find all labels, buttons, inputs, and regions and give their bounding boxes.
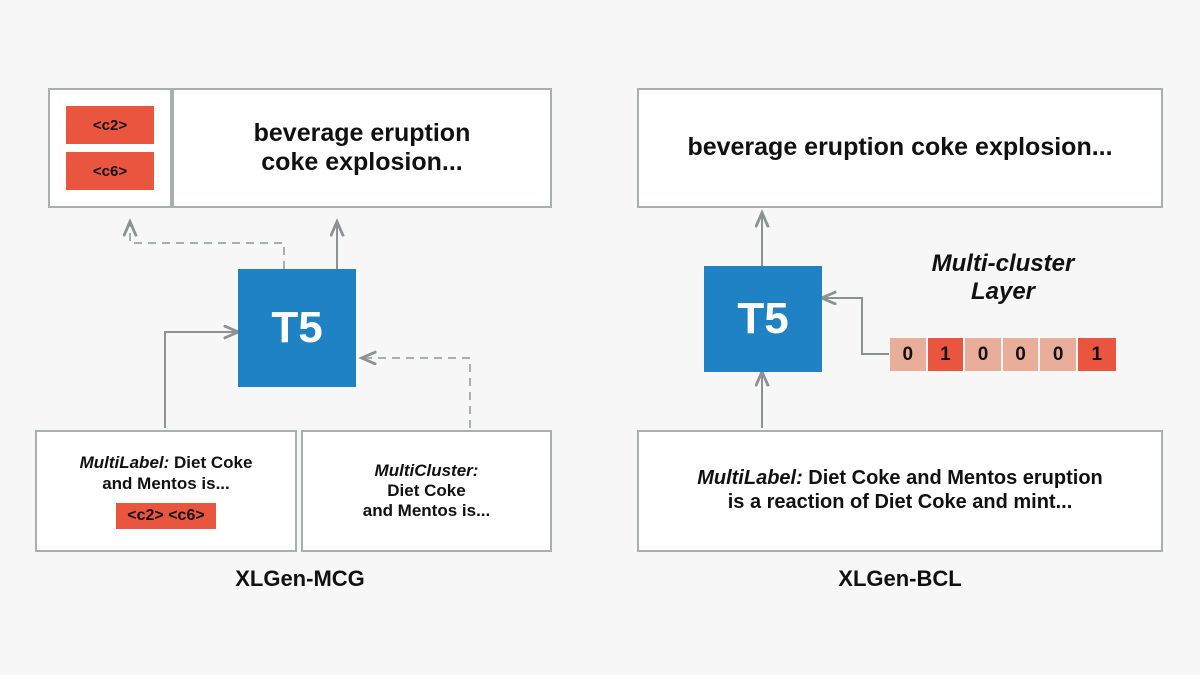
right-multilabel-text: MultiLabel: Diet Coke and Mentos eruptio… <box>697 467 1103 514</box>
left-multicluster-line2: and Mentos is... <box>362 501 491 521</box>
cluster-tag-c2: <c2> <box>66 106 154 144</box>
cluster-vector-cell: 0 <box>1002 338 1041 371</box>
right-multilabel-line1: MultiLabel: Diet Coke and Mentos eruptio… <box>697 467 1103 491</box>
left-multilabel-line1-rest: Diet Coke <box>169 453 253 473</box>
arrow-multilabel-to-t5-left <box>164 332 238 428</box>
left-text-output-line1: beverage eruption <box>253 118 471 147</box>
multi-cluster-layer-title-line1: Multi-cluster <box>931 250 1075 277</box>
left-multilabel-line1: MultiLabel: Diet Coke <box>80 453 253 473</box>
left-multicluster-input-box: MultiCluster: Diet Coke and Mentos is... <box>301 430 552 552</box>
cluster-vector-cell: 0 <box>965 338 1003 371</box>
cluster-vector-cell: 0 <box>890 338 928 371</box>
left-cluster-output-box: <c2> <c6> <box>48 88 172 208</box>
right-multilabel-line1-rest: Diet Coke and Mentos eruption <box>802 467 1103 490</box>
right-multilabel-input-box: MultiLabel: Diet Coke and Mentos eruptio… <box>637 430 1163 552</box>
cluster-vector-cell: 1 <box>927 338 966 371</box>
left-multilabel-line2: and Mentos is... <box>102 473 230 493</box>
right-multilabel-line2: is a reaction of Diet Coke and mint... <box>727 491 1073 513</box>
cluster-vector-cell: 0 <box>1040 338 1078 371</box>
left-multilabel-prefix: MultiLabel: <box>79 453 170 473</box>
right-text-output: beverage eruption coke explosion... <box>687 133 1113 162</box>
cluster-vector-cell: 1 <box>1077 338 1116 371</box>
left-text-output-line2: coke explosion... <box>261 148 463 176</box>
cluster-tag-c6: <c6> <box>66 152 154 190</box>
left-text-output: beverage eruption coke explosion... <box>254 119 471 178</box>
left-text-output-box: beverage eruption coke explosion... <box>172 88 552 208</box>
left-multilabel-tag-chip: <c2> <c6> <box>116 502 216 529</box>
right-t5-block: T5 <box>704 266 822 372</box>
left-multilabel-text: MultiLabel: Diet Coke and Mentos is... <box>80 453 253 493</box>
left-panel-caption: XLGen-MCG <box>235 566 365 591</box>
left-t5-block: T5 <box>238 269 356 387</box>
right-multilabel-prefix: MultiLabel: <box>697 467 803 490</box>
arrow-vector-to-t5 <box>822 298 889 355</box>
right-text-output-box: beverage eruption coke explosion... <box>637 88 1163 208</box>
arrow-multicluster-to-t5 <box>362 358 471 428</box>
left-multicluster-prefix: MultiCluster: <box>374 460 479 480</box>
right-panel-caption: XLGen-BCL <box>838 566 962 591</box>
arrow-t5-to-cluster-tags <box>130 222 285 269</box>
left-multicluster-line1: Diet Coke <box>387 480 466 500</box>
left-multilabel-input-box: MultiLabel: Diet Coke and Mentos is... <… <box>35 430 297 552</box>
left-multicluster-text: MultiCluster: Diet Coke and Mentos is... <box>363 461 491 521</box>
multi-cluster-layer-title-line2: Layer <box>970 278 1036 306</box>
multi-cluster-layer-title: Multi-cluster Layer <box>893 250 1113 307</box>
